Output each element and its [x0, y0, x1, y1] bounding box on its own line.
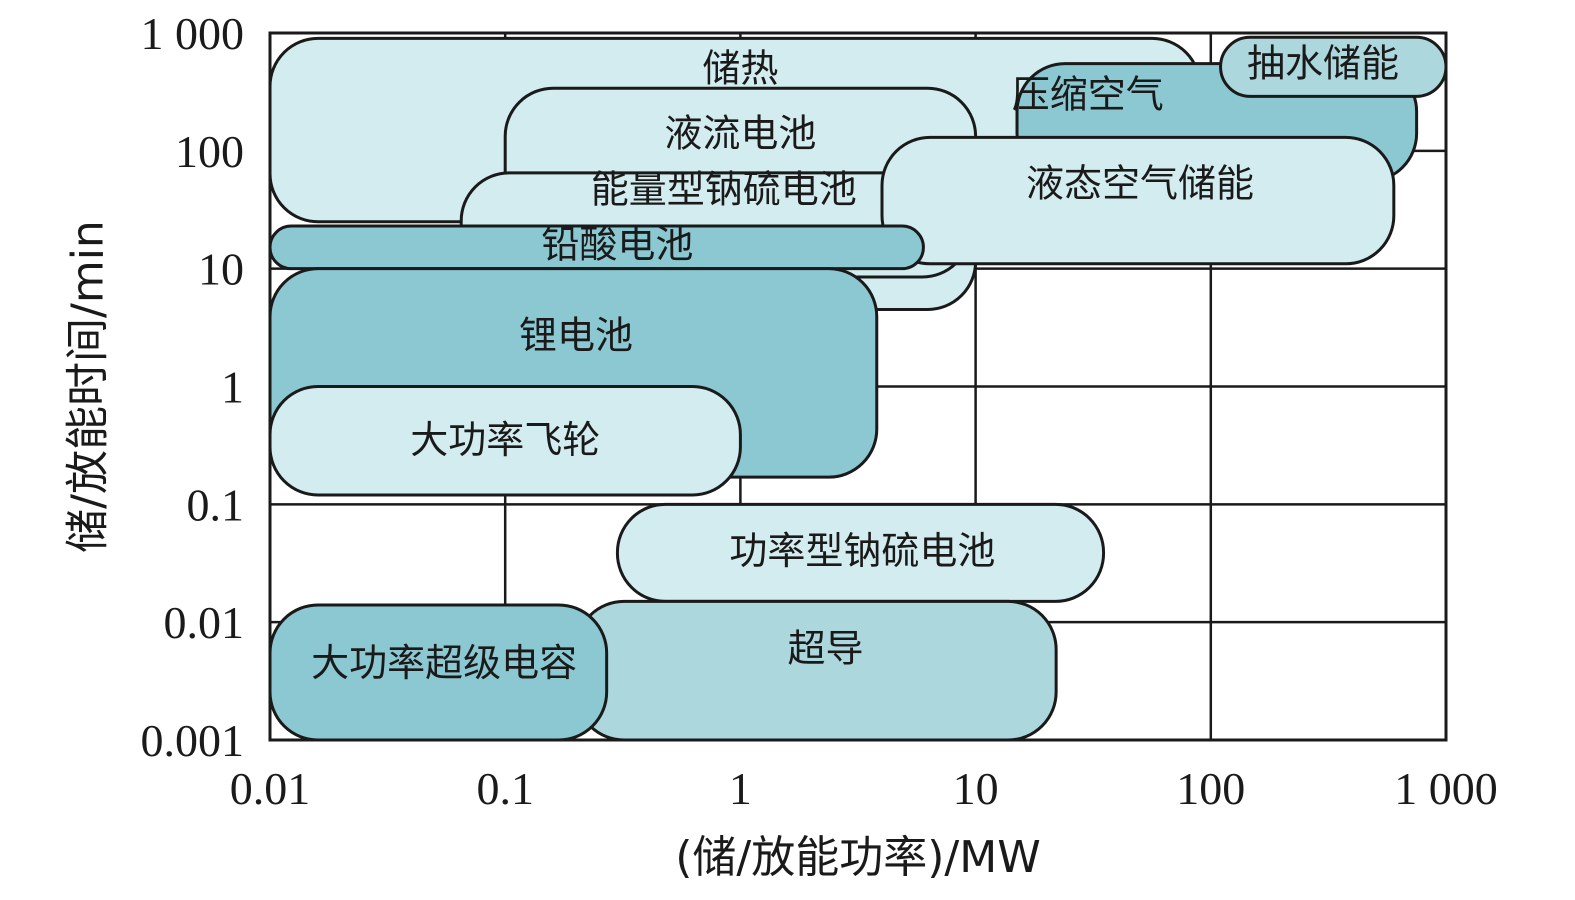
region-label: 锂电池	[519, 314, 633, 358]
region-label: 液态空气储能	[1026, 161, 1254, 205]
region-label: 能量型钠硫电池	[591, 167, 857, 211]
region-label: 铅酸电池	[541, 223, 693, 267]
region-label: 压缩空气	[1012, 73, 1164, 117]
region-10: 超导	[574, 599, 1058, 742]
region-shape	[574, 599, 1058, 742]
region-8: 大功率飞轮	[268, 385, 742, 497]
plot-frame	[268, 31, 1448, 742]
y-axis-title: 储/放能时间/min	[63, 220, 114, 553]
region-2: 抽水储能	[1219, 35, 1448, 98]
region-label: 超导	[787, 626, 863, 670]
y-tick-label: 10	[198, 244, 244, 295]
x-tick-label: 10	[953, 763, 999, 814]
x-tick-label: 1	[729, 763, 752, 814]
y-tick-label: 1	[221, 362, 244, 413]
region-label: 大功率超级电容	[311, 641, 577, 685]
y-tick-label: 0.01	[164, 597, 245, 648]
y-tick-label: 100	[175, 126, 244, 177]
region-shape	[880, 135, 1396, 266]
region-6: 铅酸电池	[268, 223, 925, 271]
x-tick-label: 0.01	[230, 763, 311, 814]
x-tick-label: 0.1	[476, 763, 534, 814]
region-11: 大功率超级电容	[268, 603, 609, 742]
y-tick-label: 0.001	[141, 715, 245, 766]
region-label: 抽水储能	[1247, 42, 1399, 86]
region-label: 大功率飞轮	[410, 418, 600, 462]
x-tick-label: 1 000	[1394, 763, 1498, 814]
region-5: 液态空气储能	[880, 135, 1396, 266]
y-tick-label: 1 000	[141, 8, 245, 59]
y-tick-label: 0.1	[187, 479, 245, 530]
x-tick-label: 100	[1176, 763, 1245, 814]
region-9: 功率型钠硫电池	[615, 502, 1106, 603]
region-label: 功率型钠硫电池	[729, 529, 995, 573]
region-label: 储热	[702, 46, 778, 90]
x-axis-title: (储/放能功率)/MW	[675, 832, 1040, 883]
region-label: 液流电池	[664, 112, 816, 156]
